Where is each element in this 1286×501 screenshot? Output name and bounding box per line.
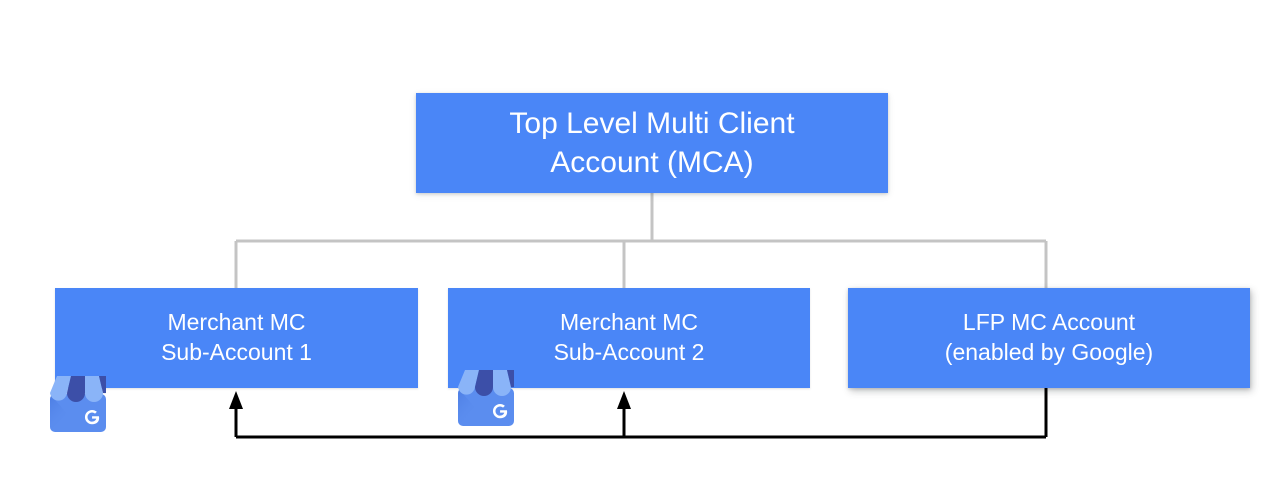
feedback-arrowhead-merchant-2 (617, 391, 631, 409)
node-lfp-mc-account-line-2: (enabled by Google) (944, 339, 1154, 365)
node-merchant-mc-sub-account-1-line-2: Sub-Account 1 (161, 339, 312, 365)
node-top-level-mca-line-2: Account (MCA) (550, 146, 754, 179)
node-merchant-mc-sub-account-1-line-1: Merchant MC (167, 309, 306, 336)
node-merchant-mc-sub-account-2-line-2: Sub-Account 2 (553, 339, 705, 365)
google-my-business-icon (50, 376, 106, 432)
node-lfp-mc-account-line-1: LFP MC Account (962, 309, 1136, 336)
google-my-business-icon (458, 370, 514, 426)
node-top-level-mca[interactable]: Top Level Multi Client Account (MCA) (416, 93, 888, 193)
feedback-arrowhead-merchant-1 (229, 391, 243, 409)
node-top-level-mca-line-1: Top Level Multi Client (509, 107, 795, 140)
node-merchant-mc-sub-account-2-line-1: Merchant MC (559, 309, 699, 336)
node-lfp-mc-account[interactable]: LFP MC Account (enabled by Google) (848, 288, 1250, 388)
node-merchant-mc-sub-account-1[interactable]: Merchant MC Sub-Account 1 (55, 288, 418, 388)
